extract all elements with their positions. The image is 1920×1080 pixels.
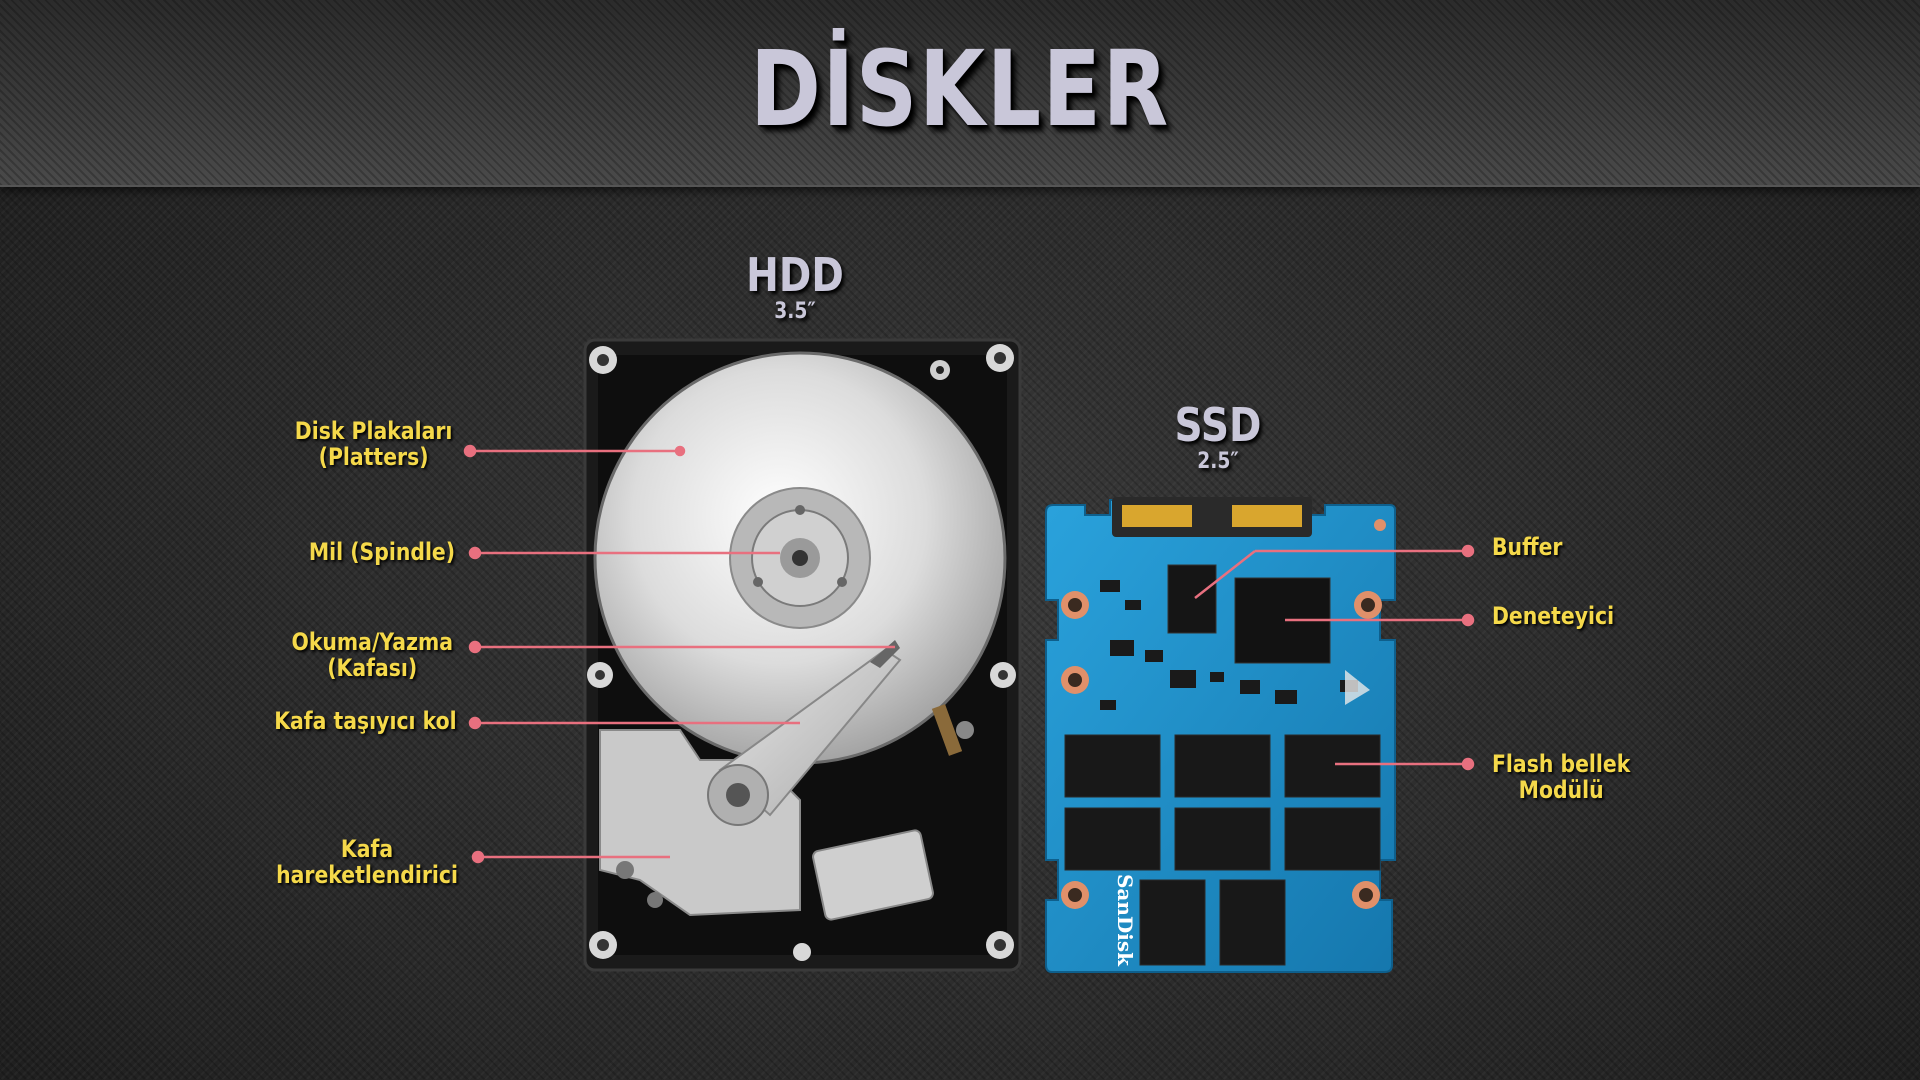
label-buffer: Buffer	[1492, 533, 1563, 561]
ssd-brand-logo: SanDisk	[1113, 874, 1137, 967]
ssd-name: SSD	[1174, 398, 1262, 452]
header-banner	[0, 0, 1920, 187]
ssd-size: 2.5″	[1197, 449, 1239, 474]
ssd-flash-modules	[1064, 734, 1381, 966]
leader-lines	[463, 444, 1475, 864]
hdd-screws	[587, 344, 1016, 961]
page-title: DİSKLER	[750, 28, 1170, 150]
label-flash-module: Flash bellek Modülü	[1492, 750, 1631, 804]
label-read-write-head: Okuma/Yazma (Kafası)	[291, 628, 453, 682]
ssd-title: SSD 2.5″	[1118, 400, 1318, 474]
ssd-buffer-chip	[1167, 564, 1217, 634]
label-head-arm: Kafa taşıyıcı kol	[274, 707, 457, 735]
hdd-title: HDD 3.5″	[695, 250, 895, 324]
ssd-mounting-holes	[1061, 519, 1386, 909]
hdd-drive	[583, 338, 1022, 972]
label-platters: Disk Plakaları (Platters)	[294, 417, 452, 471]
hdd-name: HDD	[746, 248, 844, 302]
label-actuator: Kafa hareketlendirici	[276, 835, 458, 889]
label-controller: Deneteyici	[1492, 602, 1615, 630]
hdd-spindle	[792, 550, 808, 566]
hdd-size: 3.5″	[774, 299, 816, 324]
ssd-drive: SanDisk	[1045, 497, 1396, 973]
label-spindle: Mil (Spindle)	[308, 538, 455, 566]
